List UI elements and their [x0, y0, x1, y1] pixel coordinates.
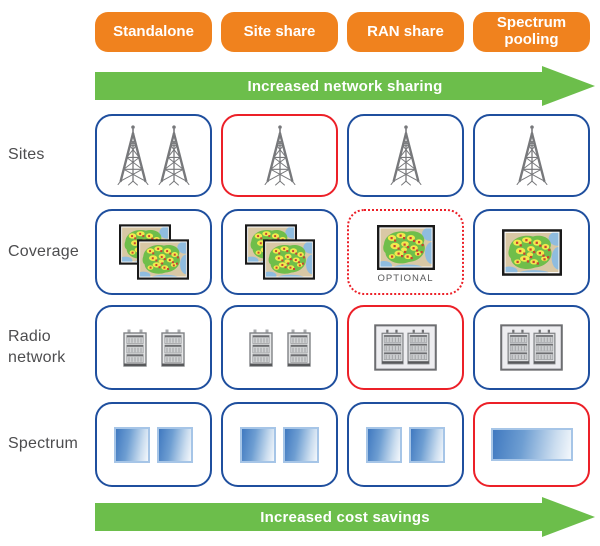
- column-header-standalone: Standalone: [95, 12, 212, 52]
- radio-cabinet-icon: [248, 329, 273, 367]
- column-header-site-share: Site share: [221, 12, 338, 52]
- spectrum-site-share-cell: [221, 402, 338, 487]
- spectrum-block-icon: [283, 426, 319, 463]
- pooled-spectrum-block-icon: [490, 428, 573, 461]
- spectrum-block-icon: [157, 426, 193, 463]
- increased-network-sharing-arrow: Increased network sharing: [95, 66, 595, 106]
- sites-ran-share-cell: [347, 114, 464, 197]
- sites-spectrum-pooling-cell: [473, 114, 590, 197]
- column-header-row: Standalone Site share RAN share Spectrum…: [95, 12, 590, 52]
- arrow-body: [95, 72, 542, 100]
- coverage-spectrum-pooling-cell: [473, 209, 590, 295]
- spectrum-block-icon: [114, 426, 150, 463]
- column-header-ran-share: RAN share: [347, 12, 464, 52]
- radio-tower-icon: [516, 125, 547, 186]
- spectrum-standalone-cell: [95, 402, 212, 487]
- row-sites: [95, 114, 590, 197]
- coverage-map-icon: [136, 238, 189, 280]
- sites-standalone-cell: [95, 114, 212, 197]
- optional-label: OPTIONAL: [377, 272, 434, 284]
- coverage-map-pair: [118, 223, 189, 281]
- radio-cabinet-icon: [122, 329, 147, 367]
- radio-cabinet-icon: [286, 329, 311, 367]
- radio-network-site-share-cell: [221, 305, 338, 390]
- coverage-map-icon: [262, 238, 315, 280]
- radio-cabinet-icon: [160, 329, 185, 367]
- row-label-sites: Sites: [8, 146, 45, 164]
- spectrum-ran-share-cell: [347, 402, 464, 487]
- increased-cost-savings-arrow: Increased cost savings: [95, 497, 595, 537]
- shared-radio-cabinet-icon: [374, 324, 437, 371]
- spectrum-spectrum-pooling-cell: [473, 402, 590, 487]
- arrow-label: Increased cost savings: [260, 508, 430, 526]
- radio-tower-icon: [117, 125, 149, 186]
- row-radio-network: [95, 305, 590, 390]
- row-label-radio-network: Radio network: [8, 327, 66, 366]
- coverage-map-icon: [376, 224, 435, 270]
- spectrum-block-icon: [409, 426, 445, 463]
- radio-tower-icon: [390, 125, 421, 186]
- row-coverage: OPTIONAL: [95, 209, 590, 295]
- coverage-site-share-cell: [221, 209, 338, 295]
- row-label-spectrum: Spectrum: [8, 435, 79, 453]
- arrow-label: Increased network sharing: [247, 77, 443, 95]
- radio-network-standalone-cell: [95, 305, 212, 390]
- spectrum-block-icon: [366, 426, 402, 463]
- arrowhead-icon: [542, 497, 595, 537]
- coverage-standalone-cell: [95, 209, 212, 295]
- coverage-map-icon: [501, 228, 562, 276]
- spectrum-block-icon: [240, 426, 276, 463]
- coverage-map-pair: [244, 223, 315, 281]
- arrow-body: [95, 503, 542, 531]
- arrowhead-icon: [542, 66, 595, 106]
- radio-network-ran-share-cell: [347, 305, 464, 390]
- shared-radio-cabinet-icon: [500, 324, 563, 371]
- row-label-coverage: Coverage: [8, 242, 79, 260]
- column-header-spectrum-pooling: Spectrum pooling: [473, 12, 590, 52]
- radio-tower-icon: [158, 125, 190, 186]
- row-spectrum: [95, 402, 590, 487]
- radio-tower-icon: [264, 125, 295, 186]
- radio-network-spectrum-pooling-cell: [473, 305, 590, 390]
- sites-site-share-cell: [221, 114, 338, 197]
- coverage-ran-share-cell: OPTIONAL: [347, 209, 464, 295]
